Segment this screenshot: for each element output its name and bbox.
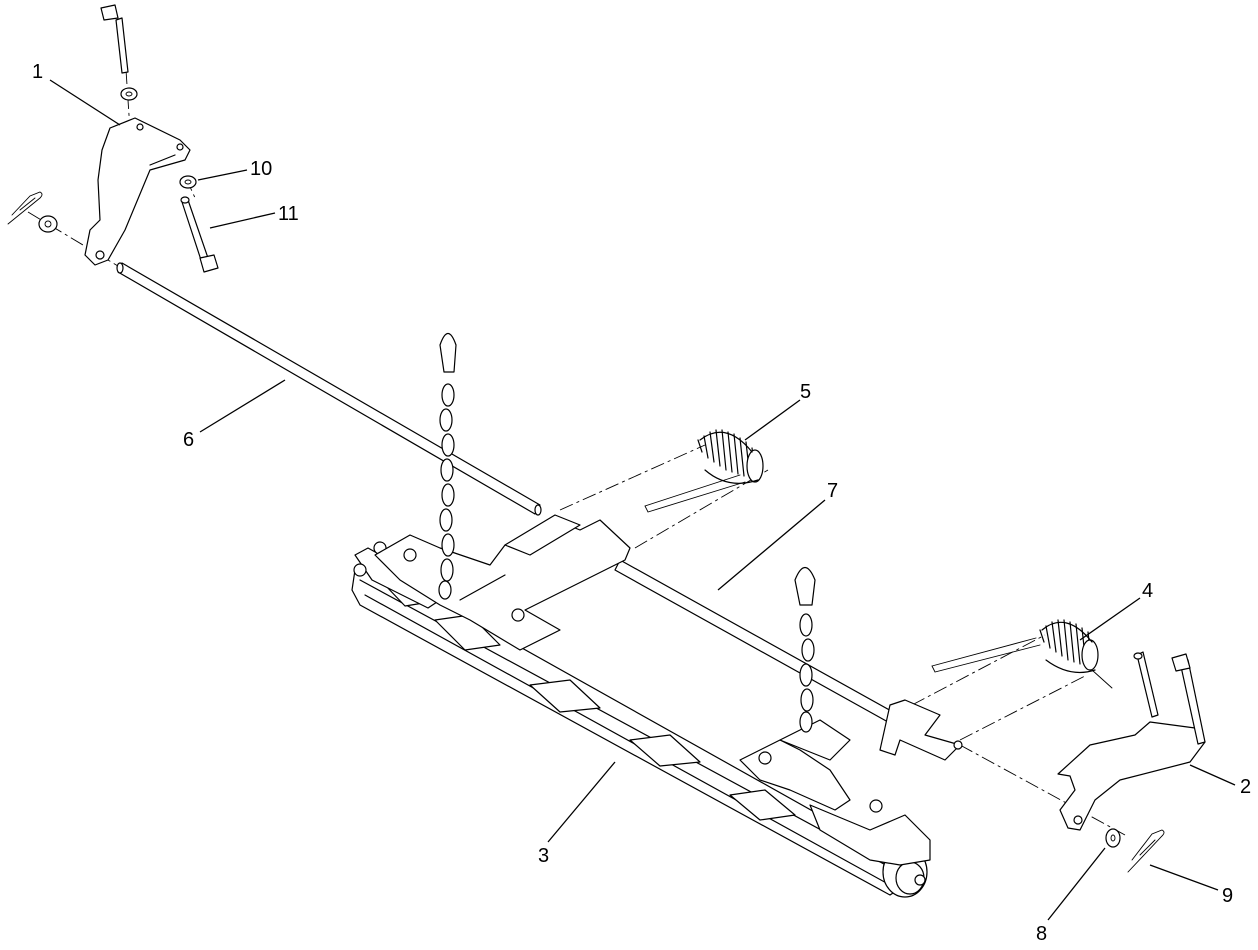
spring-part-5 [644,429,764,513]
bracket-part-1 [84,4,191,266]
washer-left [38,215,58,233]
washer-part-8 [1105,828,1121,848]
leader-11 [209,212,276,229]
spring-part-4 [931,619,1113,689]
bracket-part-2 [1057,651,1206,831]
rod-part-6 [116,262,542,516]
leader-9 [1149,864,1219,891]
rod-part-7 [614,559,894,723]
leader-lines [49,79,1236,921]
callout-labels: 1 2 3 4 5 6 7 8 9 10 11 [32,61,1251,945]
washer-part-10 [179,175,197,189]
callout-9: 9 [1222,885,1233,907]
bolt-part-11 [180,196,219,273]
chain-left [438,332,457,600]
chain-right [794,566,816,733]
leader-1 [49,79,121,126]
leader-8 [1047,847,1106,921]
roller-frame [374,514,963,866]
callout-8: 8 [1036,923,1047,945]
roller-assembly-part-3 [351,541,928,898]
callout-1: 1 [32,61,43,83]
callout-5: 5 [800,381,811,403]
hair-pin-clip-part-9 [1127,829,1165,873]
callout-7: 7 [827,480,838,502]
leader-2 [1189,764,1236,786]
callout-4: 4 [1142,580,1153,602]
hair-pin-clip-left [7,191,43,225]
leader-3 [547,761,616,843]
leader-7 [717,499,826,591]
leader-5 [744,399,801,441]
leader-6 [199,379,286,433]
callout-3: 3 [538,845,549,867]
leader-10 [197,169,248,181]
callout-10: 10 [250,158,272,180]
callout-11: 11 [278,203,299,225]
callout-2: 2 [1240,776,1251,798]
callout-6: 6 [183,429,194,451]
leader-4 [1079,597,1141,641]
